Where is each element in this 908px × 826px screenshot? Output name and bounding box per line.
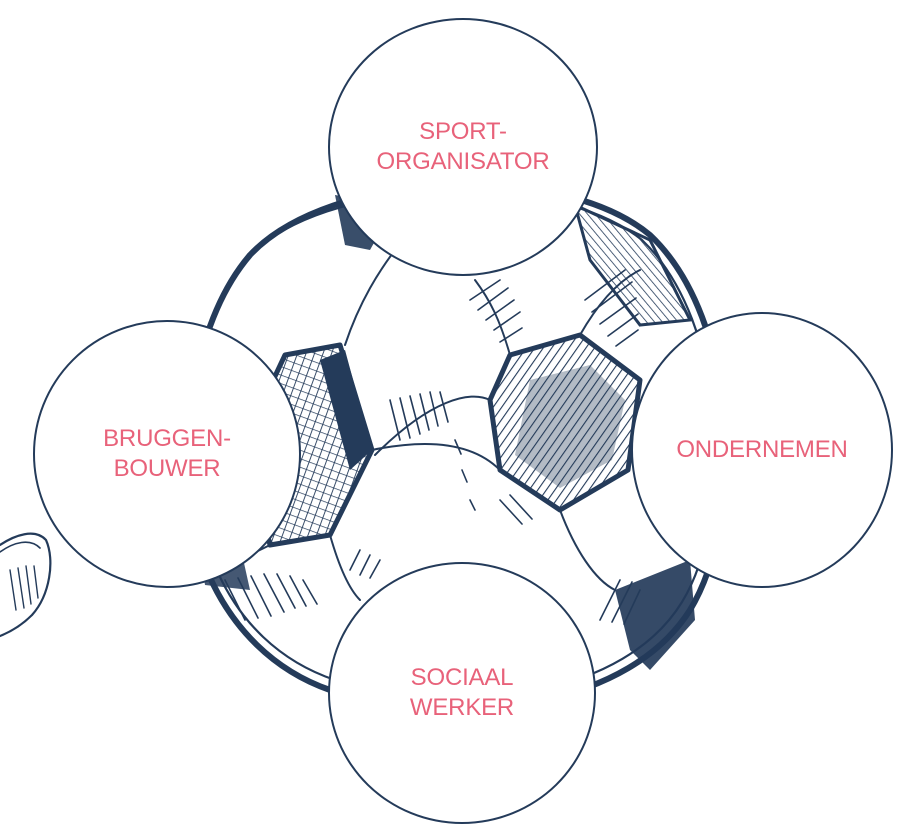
role-label-line: WERKER bbox=[409, 694, 515, 721]
role-circle-ondernemen: ONDERNEMEN bbox=[631, 312, 893, 588]
role-label-line: BOUWER bbox=[113, 455, 221, 482]
role-label-line: SPORT- bbox=[419, 118, 507, 145]
role-circle-sociaal-werker: SOCIAAL WERKER bbox=[328, 562, 596, 824]
role-label-line: ONDERNEMEN bbox=[676, 436, 848, 463]
ball-patch-center-right bbox=[487, 332, 643, 513]
ball-patch-top-right bbox=[572, 202, 693, 327]
ball-sketch-hatching bbox=[224, 269, 641, 625]
role-label-line: ORGANISATOR bbox=[376, 148, 550, 175]
role-label-line: BRUGGEN- bbox=[103, 425, 231, 452]
ball-patch-bottom-right bbox=[615, 560, 695, 670]
role-circle-bruggenbouwer: BRUGGEN- BOUWER bbox=[33, 320, 301, 588]
role-circle-sport-organisator: SPORT- ORGANISATOR bbox=[328, 18, 598, 276]
sketch-fragment-left bbox=[0, 532, 52, 638]
role-label-line: SOCIAAL bbox=[410, 664, 514, 691]
ball-seams bbox=[199, 249, 641, 601]
